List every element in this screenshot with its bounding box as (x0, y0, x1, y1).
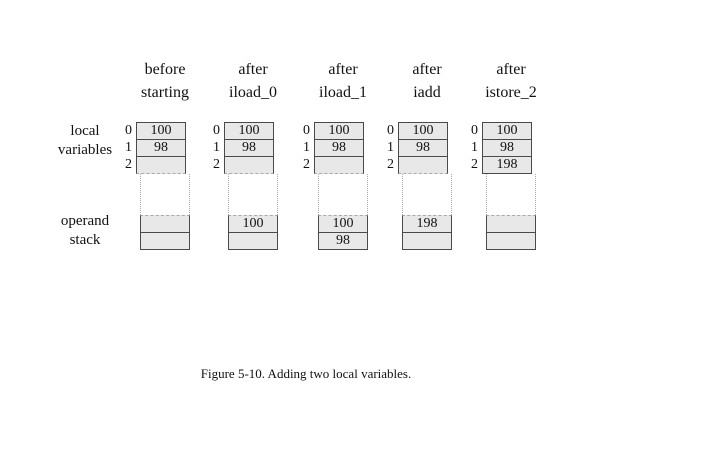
header-line: after (496, 61, 526, 78)
local-variable-index: 0 (213, 123, 220, 138)
row-label-line: variables (57, 142, 113, 158)
dotted-connector (228, 174, 278, 215)
operand-stack-cell (140, 215, 190, 233)
local-variable-row: 2 (208, 156, 298, 174)
header-line: starting (141, 84, 189, 101)
local-variable-row: 2 (120, 156, 210, 174)
local-variable-index: 2 (303, 157, 310, 172)
local-variable-cell: 98 (314, 139, 364, 157)
header-line: after (238, 61, 268, 78)
local-variable-cell: 100 (224, 122, 274, 140)
operand-stack-box: 100 98 (318, 215, 368, 250)
header-line: before (144, 61, 186, 78)
local-variable-index: 1 (303, 140, 310, 155)
column-header: after iload_1 (298, 58, 388, 104)
operand-stack-box (140, 215, 190, 250)
local-variable-cell (224, 156, 274, 174)
header-line: iadd (413, 84, 441, 101)
local-variable-cell (398, 156, 448, 174)
local-variable-cell: 98 (482, 139, 532, 157)
local-variable-cell: 98 (224, 139, 274, 157)
row-label-line: local (70, 123, 100, 139)
local-variable-cell (314, 156, 364, 174)
local-variable-row: 2 (298, 156, 388, 174)
operand-stack-cell (402, 232, 452, 250)
state-column-after-iadd: after iadd 0 100 1 98 2 198 (382, 58, 472, 258)
state-column-after-iload-1: after iload_1 0 100 1 98 2 100 98 (298, 58, 388, 258)
operand-stack-cell (486, 215, 536, 233)
local-variables-row-label: local variables (30, 122, 140, 160)
local-variable-index: 0 (125, 123, 132, 138)
local-variables-box: 0 100 1 98 2 (120, 122, 210, 174)
local-variable-index: 0 (303, 123, 310, 138)
local-variable-row: 1 98 (466, 139, 556, 157)
local-variables-box: 0 100 1 98 2 198 (466, 122, 556, 174)
local-variable-row: 2 198 (466, 156, 556, 174)
dotted-connector (318, 174, 368, 215)
local-variable-index: 2 (213, 157, 220, 172)
row-label-line: stack (69, 232, 101, 248)
column-header: after iload_0 (208, 58, 298, 104)
column-header: before starting (120, 58, 210, 104)
operand-stack-cell: 98 (318, 232, 368, 250)
operand-stack-cell: 100 (318, 215, 368, 233)
column-header: after iadd (382, 58, 472, 104)
state-column-after-istore-2: after istore_2 0 100 1 98 2 198 (466, 58, 556, 258)
header-line: istore_2 (485, 84, 537, 101)
local-variable-row: 0 100 (382, 122, 472, 140)
local-variable-cell: 198 (482, 156, 532, 174)
local-variable-cell (136, 156, 186, 174)
header-line: iload_0 (229, 84, 277, 101)
local-variable-row: 0 100 (298, 122, 388, 140)
operand-stack-row-label: operand stack (30, 212, 140, 250)
local-variable-row: 1 98 (382, 139, 472, 157)
local-variable-index: 1 (387, 140, 394, 155)
local-variable-cell: 100 (136, 122, 186, 140)
local-variable-cell: 100 (314, 122, 364, 140)
dotted-connector (486, 174, 536, 215)
local-variable-row: 1 98 (208, 139, 298, 157)
local-variable-cell: 100 (482, 122, 532, 140)
operand-stack-box: 198 (402, 215, 452, 250)
local-variable-cell: 98 (398, 139, 448, 157)
local-variable-index: 1 (471, 140, 478, 155)
local-variable-row: 1 98 (298, 139, 388, 157)
local-variable-row: 0 100 (120, 122, 210, 140)
local-variable-index: 1 (213, 140, 220, 155)
dotted-connector (402, 174, 452, 215)
local-variable-index: 2 (125, 157, 132, 172)
local-variable-index: 2 (387, 157, 394, 172)
local-variable-cell: 98 (136, 139, 186, 157)
operand-stack-cell (140, 232, 190, 250)
operand-stack-cell (228, 232, 278, 250)
state-column-after-iload-0: after iload_0 0 100 1 98 2 100 (208, 58, 298, 258)
header-line: after (412, 61, 442, 78)
local-variable-index: 0 (471, 123, 478, 138)
operand-stack-cell (486, 232, 536, 250)
dotted-connector (140, 174, 190, 215)
figure-caption: Figure 5-10. Adding two local variables. (200, 366, 412, 381)
local-variable-row: 1 98 (120, 139, 210, 157)
local-variable-row: 0 100 (466, 122, 556, 140)
local-variables-box: 0 100 1 98 2 (298, 122, 388, 174)
column-header: after istore_2 (466, 58, 556, 104)
operand-stack-cell: 198 (402, 215, 452, 233)
local-variables-box: 0 100 1 98 2 (382, 122, 472, 174)
local-variable-index: 1 (125, 140, 132, 155)
local-variable-row: 2 (382, 156, 472, 174)
local-variable-row: 0 100 (208, 122, 298, 140)
local-variable-index: 2 (471, 157, 478, 172)
local-variable-index: 0 (387, 123, 394, 138)
operand-stack-cell: 100 (228, 215, 278, 233)
header-line: after (328, 61, 358, 78)
row-label-line: operand (60, 213, 110, 229)
local-variable-cell: 100 (398, 122, 448, 140)
state-column-before-starting: before starting 0 100 1 98 2 (120, 58, 210, 258)
header-line: iload_1 (319, 84, 367, 101)
operand-stack-box: 100 (228, 215, 278, 250)
local-variables-box: 0 100 1 98 2 (208, 122, 298, 174)
operand-stack-box (486, 215, 536, 250)
